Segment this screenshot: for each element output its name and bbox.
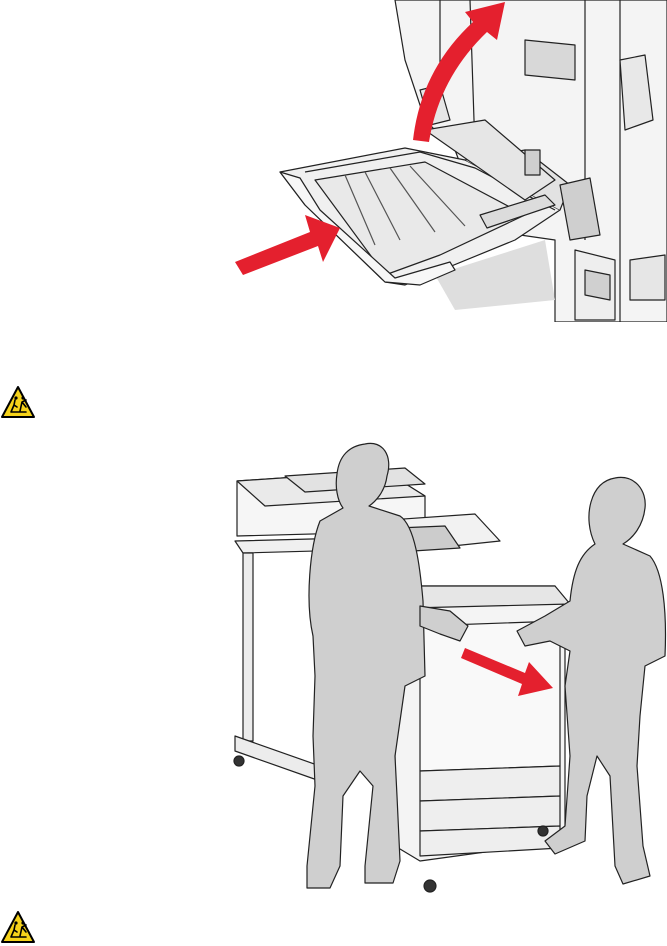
figure-multipurpose-feeder <box>225 0 667 325</box>
tip-hazard-icon <box>0 910 36 946</box>
figure-moving-printer <box>225 436 667 896</box>
insert-arrow-icon <box>235 215 340 275</box>
tip-hazard-icon <box>0 385 36 421</box>
